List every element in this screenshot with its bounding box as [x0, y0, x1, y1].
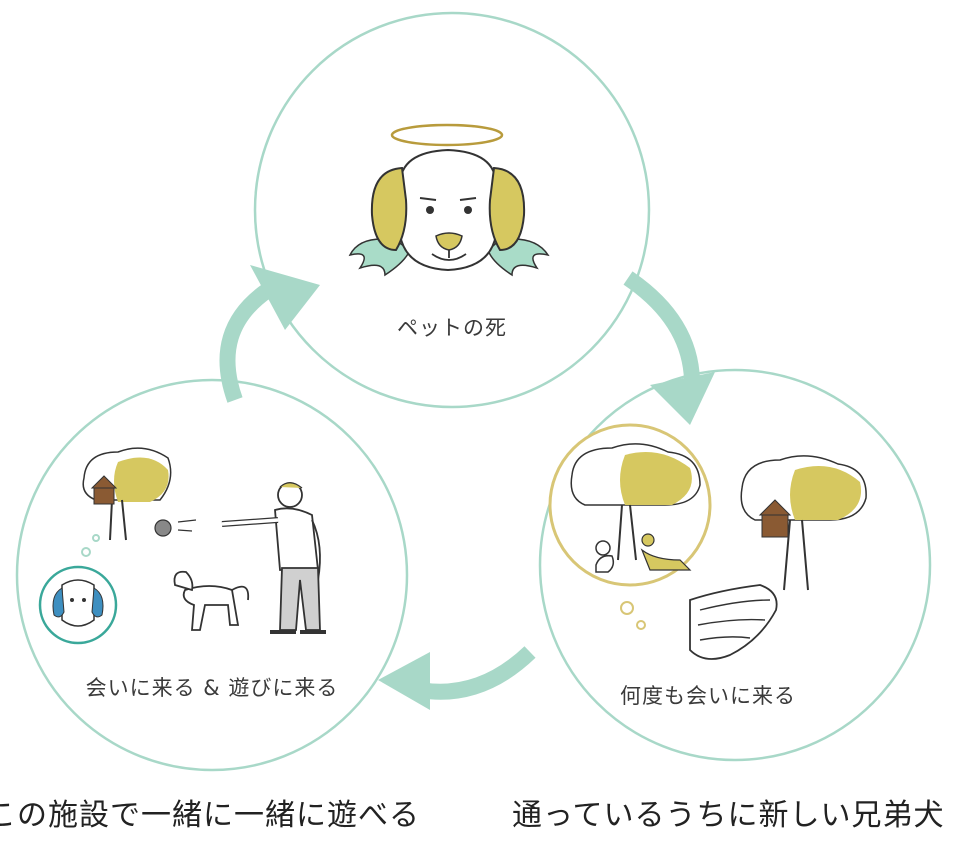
arrow-right-to-left	[378, 646, 536, 710]
play-fetch-icon	[38, 447, 326, 645]
left-node-label: 会いに来る & 遊びに来る	[86, 676, 339, 700]
left-caption: この施設で一緒に一緒に遊べる	[0, 798, 420, 833]
memorial-tree-icon	[548, 423, 867, 660]
top-node-label: ペットの死	[397, 316, 507, 340]
arrow-left-to-top	[219, 265, 320, 403]
right-caption: 通っているうちに新しい兄弟犬	[512, 798, 945, 833]
right-node-label: 何度も会いに来る	[620, 684, 796, 708]
angel-dog-icon	[348, 123, 550, 277]
arrow-top-to-right	[623, 271, 715, 425]
